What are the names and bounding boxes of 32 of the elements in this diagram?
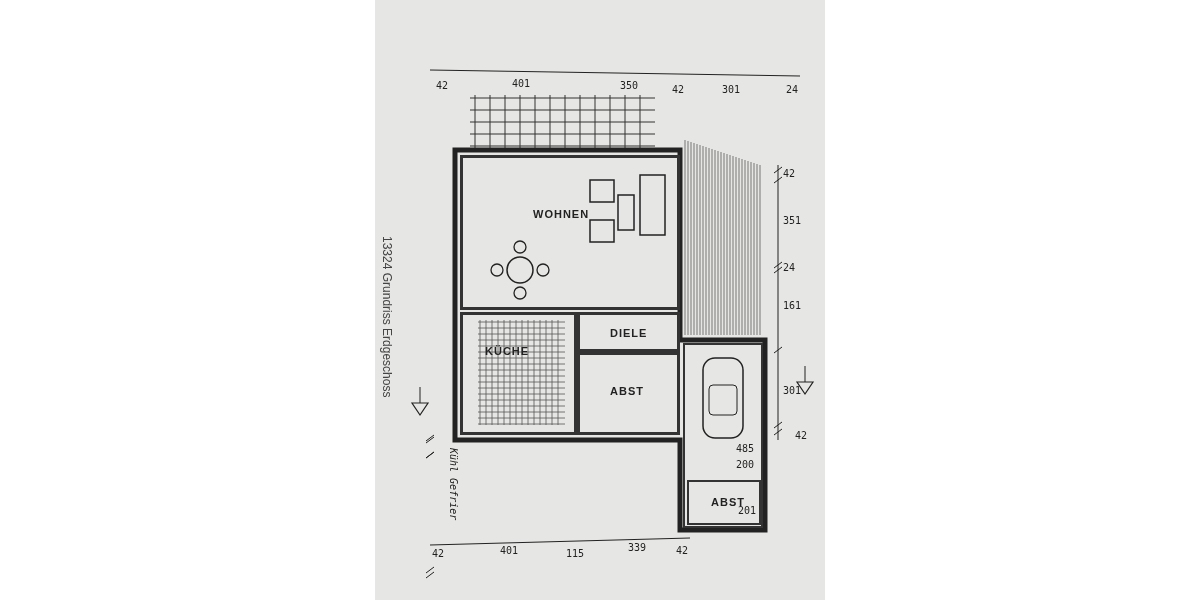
dimension-label: 42 — [795, 430, 808, 441]
dimension-label: 42 — [672, 84, 685, 95]
dimension-label: 24 — [783, 262, 796, 273]
dimension-label: 42 — [436, 80, 449, 91]
room-outline — [687, 480, 761, 525]
room-outline — [577, 352, 680, 435]
dimension-label: 339 — [628, 542, 647, 553]
dimension-label: 350 — [620, 80, 639, 91]
dimension-label: 115 — [566, 548, 585, 559]
dimension-label: 201 — [738, 505, 757, 516]
dimension-label: 161 — [783, 300, 802, 311]
room-outline — [577, 312, 680, 352]
handwritten-note: Kühl Gefrier — [448, 448, 459, 521]
dimension-label: 401 — [500, 545, 519, 556]
dimension-label: 42 — [676, 545, 689, 556]
dimension-label: 485 — [736, 443, 755, 454]
room-outline — [460, 155, 680, 310]
dimension-label: 42 — [783, 168, 796, 179]
garage-outline — [683, 343, 763, 528]
room-name: KÜCHE — [485, 345, 530, 357]
room-outline — [460, 312, 577, 435]
dimension-label: 200 — [736, 459, 755, 470]
dimension-label: 401 — [512, 78, 531, 89]
dimension-label: 24 — [786, 84, 799, 95]
dimension-label: 301 — [783, 385, 802, 396]
dimension-label: 42 — [432, 548, 445, 559]
dimension-label: 301 — [722, 84, 741, 95]
room-name: WOHNEN — [533, 208, 590, 220]
room-name: ABST — [610, 385, 644, 397]
room-name: DIELE — [610, 327, 648, 339]
caption: 13324 Grundriss Erdgeschoss — [380, 236, 394, 398]
dimension-label: 351 — [783, 215, 802, 226]
